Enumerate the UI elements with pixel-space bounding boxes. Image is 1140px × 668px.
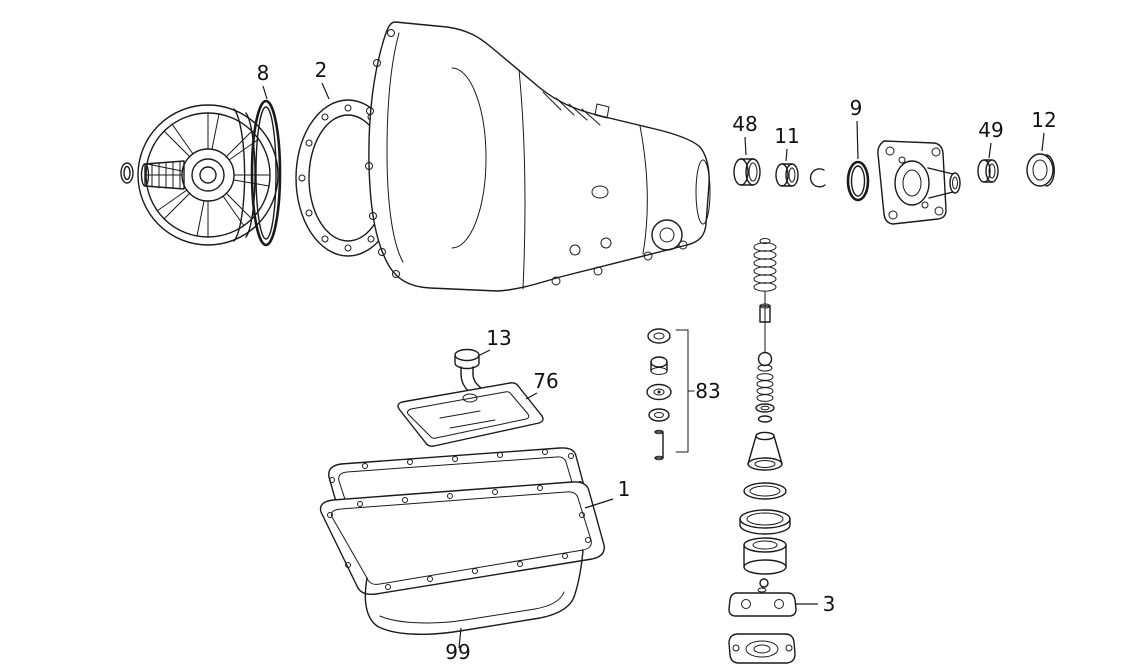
part-label-8: 8	[257, 61, 270, 85]
oring	[846, 160, 870, 202]
part-label-76: 76	[533, 369, 558, 393]
leader-48	[744, 136, 747, 156]
leader-13	[477, 349, 491, 357]
leader-11	[785, 148, 788, 162]
seal-kit	[646, 328, 695, 461]
oil-pan	[319, 481, 605, 635]
mount	[728, 587, 797, 664]
part-label-83: 83	[695, 379, 720, 403]
part-label-48: 48	[732, 112, 757, 136]
front-seal	[775, 163, 799, 187]
leader-99	[458, 627, 462, 649]
leader-9	[856, 120, 859, 160]
transmission-case	[365, 21, 711, 292]
part-label-49: 49	[978, 118, 1003, 142]
part-label-12: 12	[1031, 108, 1056, 132]
part-label-13: 13	[486, 326, 511, 350]
part-label-99: 99	[445, 640, 470, 664]
leader-1	[584, 498, 614, 509]
rear-seal	[1026, 153, 1055, 187]
filter-plate	[397, 382, 544, 447]
converter-oring	[250, 99, 282, 247]
leader-8	[262, 85, 268, 100]
leader-49	[988, 142, 992, 159]
valve-spring-stack	[739, 238, 791, 588]
extension-housing	[877, 140, 961, 225]
leader-12	[1041, 132, 1045, 152]
part-label-9: 9	[850, 96, 863, 120]
part-label-1: 1	[618, 477, 631, 501]
snap-ring	[809, 168, 826, 188]
part-label-11: 11	[774, 124, 799, 148]
part-label-3: 3	[823, 592, 836, 616]
part-label-2: 2	[315, 58, 328, 82]
front-bushing	[733, 158, 761, 186]
rear-bushing	[977, 159, 999, 183]
leader-76	[525, 392, 538, 400]
leader-2	[321, 82, 330, 100]
